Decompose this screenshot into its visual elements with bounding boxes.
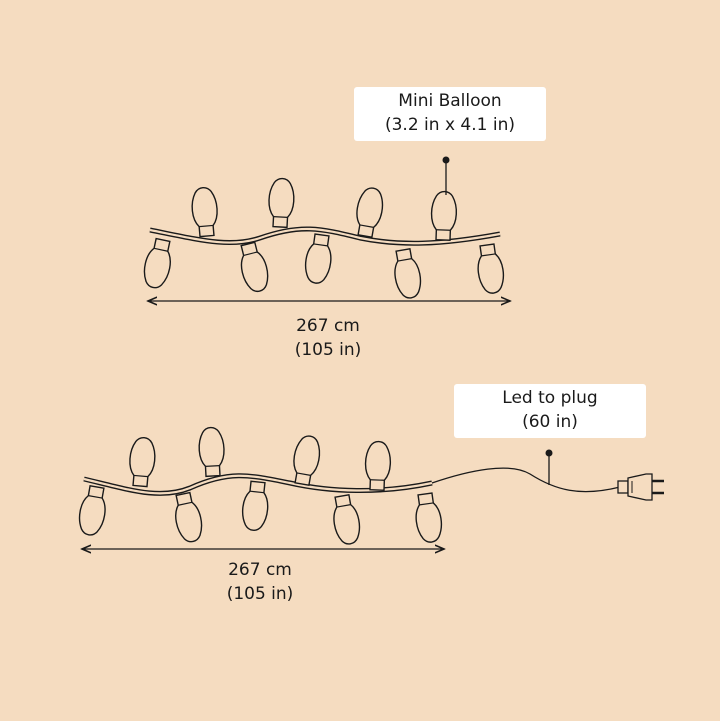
bulb-icon <box>189 185 221 238</box>
length-in: (105 in) <box>226 584 294 604</box>
plug-icon <box>617 473 664 501</box>
bulb-icon <box>329 493 364 547</box>
lead-to-plug-callout: Led to plug (60 in) <box>454 384 646 438</box>
bottom-length-label: 267 cm (105 in) <box>160 558 360 606</box>
bulb-icon <box>140 236 176 291</box>
lead-wire <box>431 467 621 493</box>
bulb-icon <box>289 433 324 487</box>
bulb-icon <box>126 435 158 488</box>
bulb-icon <box>266 177 296 229</box>
length-in: (105 in) <box>294 340 362 360</box>
length-cm: 267 cm <box>296 316 360 336</box>
callout-size: (3.2 in x 4.1 in) <box>384 115 515 135</box>
callout-title: Mini Balloon <box>398 91 502 111</box>
top-strand <box>140 156 510 302</box>
bottom-strand <box>75 426 664 549</box>
callout-title: Led to plug <box>502 388 598 408</box>
bulb-icon <box>474 242 507 296</box>
bulb-icon <box>352 185 387 239</box>
length-cm: 267 cm <box>228 560 292 580</box>
top-length-label: 267 cm (105 in) <box>228 314 428 362</box>
bulb-icon <box>302 232 335 286</box>
bulb-icon <box>363 440 392 492</box>
bulb-icon <box>170 490 206 545</box>
bulb-icon <box>429 190 458 242</box>
callout-dot <box>442 156 450 164</box>
bulb-icon <box>235 240 273 295</box>
callout-size: (60 in) <box>522 412 578 432</box>
bulb-icon <box>239 480 272 533</box>
bulb-icon <box>390 247 425 301</box>
callout-dot <box>545 449 553 457</box>
mini-balloon-callout: Mini Balloon (3.2 in x 4.1 in) <box>354 87 546 141</box>
bulb-icon <box>75 484 110 538</box>
bulb-icon <box>197 426 227 478</box>
bulb-icon <box>412 491 445 545</box>
